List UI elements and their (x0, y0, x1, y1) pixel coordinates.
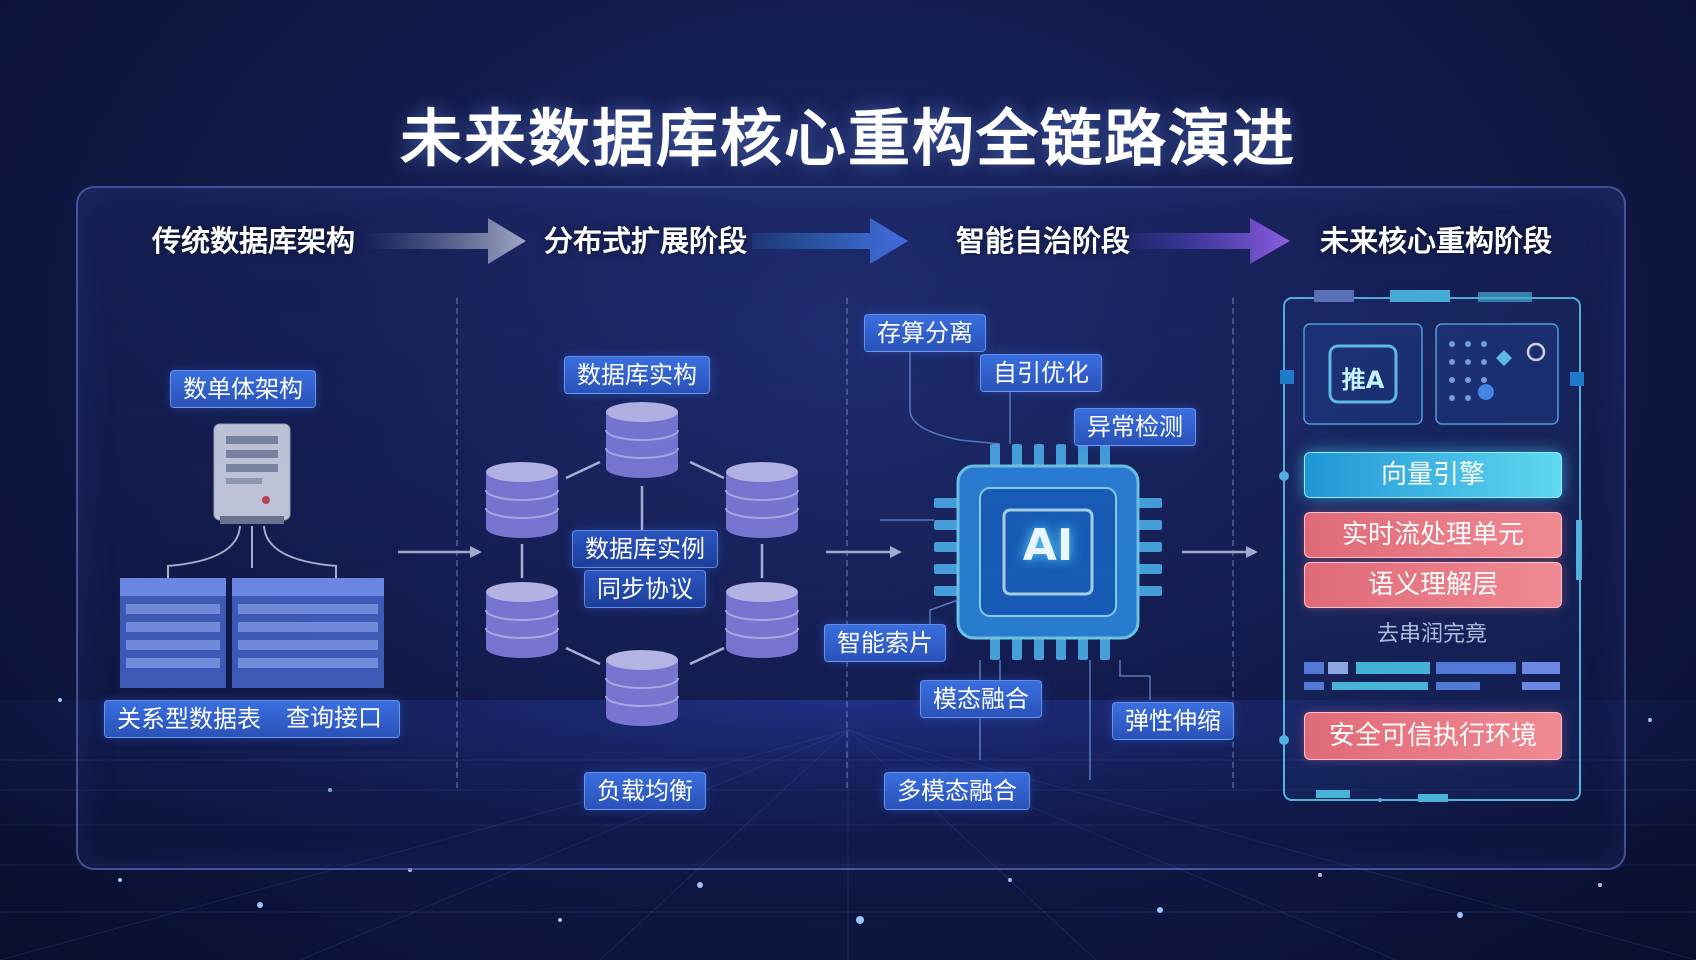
tag-self-optimization: 自引优化 (980, 354, 1102, 392)
tag-elastic-scaling: 弹性伸缩 (1112, 702, 1234, 740)
database-cluster-graphic (485, 402, 799, 726)
divider (846, 298, 848, 788)
tag-load-balancing: 负载均衡 (584, 772, 706, 810)
bar-semantic-layer: 语义理解层 (1304, 562, 1562, 608)
data-table-graphic (120, 578, 384, 688)
tag-modal-fusion: 模态融合 (920, 680, 1042, 718)
stage-label-distributed: 分布式扩展阶段 (544, 224, 748, 258)
tag-query-interface: 查询接口 (286, 704, 382, 732)
database-icon (725, 582, 799, 658)
stage-label-traditional: 传统数据库架构 (152, 224, 356, 258)
divider (456, 298, 458, 788)
bar-realtime-stream: 实时流处理单元 (1304, 512, 1562, 558)
divider (1232, 298, 1234, 788)
database-icon (485, 462, 559, 538)
tag-multimodal-fusion: 多模态融合 (884, 772, 1030, 810)
database-icon (485, 582, 559, 658)
tag-sync-protocol: 同步协议 (584, 570, 706, 608)
tag-monolithic: 数单体架构 (170, 370, 316, 408)
tag-storage-compute-separation: 存算分离 (864, 314, 986, 352)
bar-vector-engine: 向量引擎 (1304, 452, 1562, 498)
faint-label: 去串润完竟 (1376, 622, 1487, 647)
database-icon (605, 402, 679, 478)
ai-chip-label: AI (1022, 520, 1074, 571)
ai-chip-graphic (934, 444, 1162, 660)
page-title: 未来数据库核心重构全链路演进 (399, 102, 1296, 175)
server-icon (213, 423, 291, 524)
tag-database-structure: 数据库实构 (564, 356, 710, 394)
database-icon (605, 650, 679, 726)
module-chip-label: 推A (1341, 366, 1385, 394)
stage-label-autonomous: 智能自治阶段 (956, 224, 1131, 258)
tag-smart-index: 智能索片 (824, 624, 946, 662)
tag-anomaly-detection: 异常检测 (1074, 408, 1196, 446)
stage-label-future-core: 未来核心重构阶段 (1320, 224, 1553, 258)
tag-relational-table: 关系型数据表 (104, 700, 400, 738)
bar-trusted-execution: 安全可信执行环境 (1304, 712, 1562, 760)
tag-database-instance: 数据库实例 (572, 530, 718, 568)
data-strip-graphic (1304, 662, 1560, 690)
database-icon (725, 462, 799, 538)
